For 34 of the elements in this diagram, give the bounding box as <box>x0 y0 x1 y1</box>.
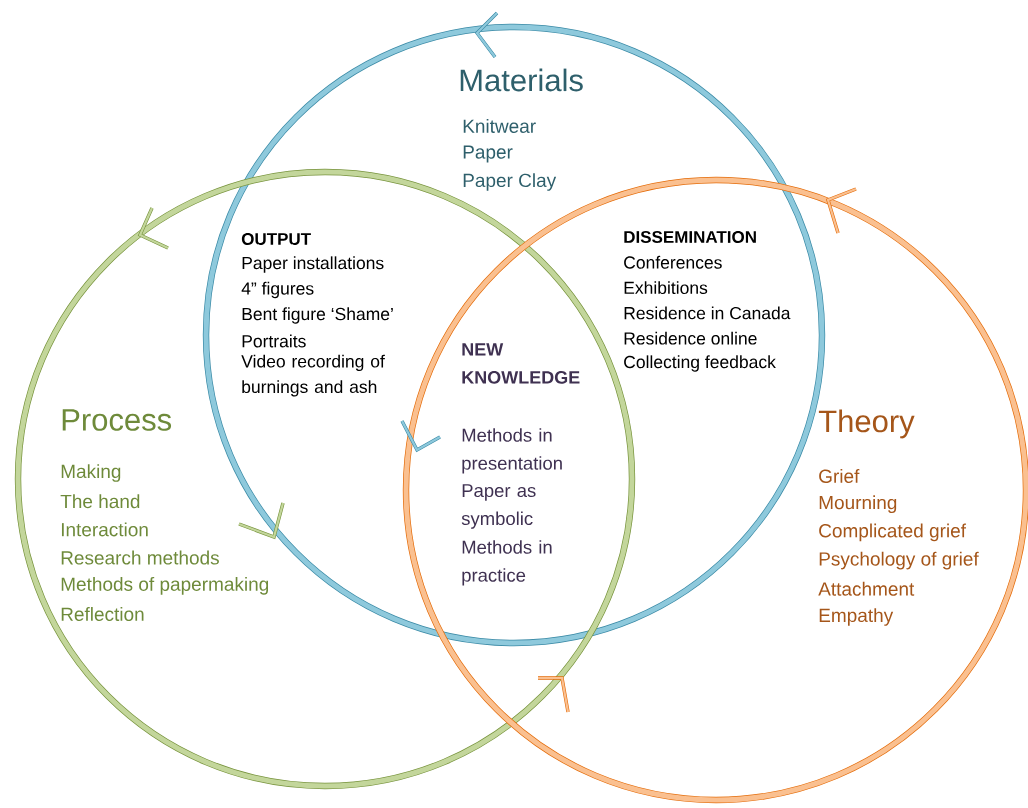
list-item: The hand <box>60 494 140 509</box>
list-item: Residence online <box>624 331 757 345</box>
list-item: Research methods <box>61 550 219 565</box>
list-item: Paper as symbolic <box>461 484 536 529</box>
list-item: Attachment <box>818 581 915 596</box>
list-item: Exhibitions <box>624 281 708 295</box>
list-item: Conferences <box>624 255 722 269</box>
list-item: Knitwear <box>463 119 536 133</box>
list-item: Residence in Canada <box>624 306 791 320</box>
list-item: Bent figure ‘Shame’ <box>242 307 393 324</box>
list-item: Complicated grief <box>819 523 966 542</box>
list-item: Grief <box>819 469 860 483</box>
list-item: Collecting feedback <box>624 355 776 372</box>
list-item: Reflection <box>61 607 144 621</box>
circle-heading: Theory <box>818 409 915 439</box>
list-item: Paper <box>463 145 513 163</box>
list-item: Interaction <box>61 522 148 537</box>
list-item: Methods of papermaking <box>61 576 269 595</box>
region-heading: DISSEMINATION <box>624 231 756 243</box>
list-item: Portraits <box>242 334 306 348</box>
list-item: Paper installations <box>242 256 384 273</box>
list-item: Methods in presentation <box>462 428 562 474</box>
list-item: Methods in practice <box>462 540 552 586</box>
list-item: Empathy <box>819 608 894 626</box>
circle-heading: Process <box>62 409 172 431</box>
region-heading: NEW KNOWLEDGE <box>462 343 580 384</box>
list-item: 4” figures <box>241 281 314 299</box>
list-item: Making <box>61 464 121 482</box>
circle-heading: Materials <box>460 68 583 92</box>
region-heading: OUTPUT <box>241 233 311 245</box>
list-item: Psychology of grief <box>819 551 979 570</box>
list-item: Paper Clay <box>463 173 557 191</box>
list-item: Mourning <box>819 495 897 514</box>
list-item: Video recording of burnings and ash <box>241 354 385 397</box>
